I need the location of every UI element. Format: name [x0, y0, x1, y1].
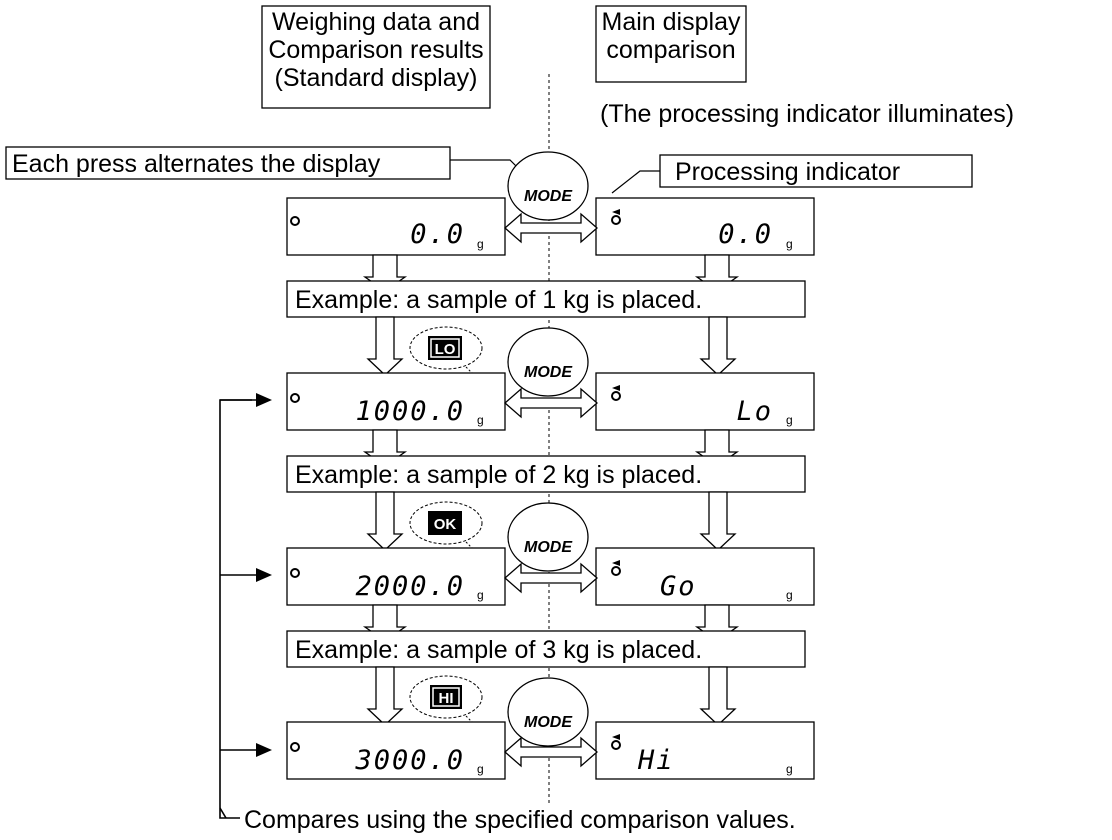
each-press-callout: Each press alternates the display — [5, 146, 529, 180]
down-arrow — [367, 666, 403, 726]
mode-key-1[interactable]: MODE — [507, 151, 589, 221]
right-display-row-2: Lo g — [595, 372, 815, 431]
left-display-row-1: 0.0 g — [286, 197, 506, 256]
left-header-line-1: Weighing data and — [272, 8, 480, 36]
left-display-value: 2000.0 — [355, 571, 465, 602]
example-box-2: Example: a sample of 2 kg is placed. — [286, 455, 806, 493]
badge-label: OK — [434, 516, 457, 533]
left-display-value: 0.0 — [410, 219, 465, 250]
right-display-row-3: Go g — [595, 547, 815, 606]
footer-note: Compares using the specified comparison … — [244, 806, 796, 834]
mode-key-label: MODE — [524, 188, 573, 205]
mode-key-4[interactable]: MODE — [507, 677, 589, 747]
example-box-1: Example: a sample of 1 kg is placed. — [286, 280, 806, 318]
feedback-bracket — [219, 393, 272, 819]
example-label: Example: a sample of 3 kg is placed. — [295, 636, 702, 664]
unit-label: g — [477, 413, 484, 427]
lo-badge-callout: LO — [409, 326, 487, 388]
right-display-row-1: 0.0 g — [595, 197, 815, 256]
processing-indicator-callout: Processing indicator — [611, 154, 973, 194]
badge-label: HI — [439, 690, 454, 707]
down-arrow — [367, 491, 403, 551]
badge-label: LO — [435, 341, 456, 358]
ok-badge-callout: OK — [409, 501, 487, 563]
right-display-value: Go — [660, 571, 697, 602]
hi-badge-callout: HI — [409, 675, 487, 737]
right-display-row-4: Hi g — [595, 721, 815, 780]
unit-label: g — [786, 588, 793, 602]
mode-key-3[interactable]: MODE — [507, 502, 589, 572]
down-arrow — [700, 491, 736, 551]
unit-label: g — [786, 237, 793, 251]
left-header-box: Weighing data and Comparison results (St… — [261, 5, 491, 109]
unit-label: g — [477, 762, 484, 776]
right-display-value: 0.0 — [718, 219, 773, 250]
unit-label: g — [786, 413, 793, 427]
unit-label: g — [477, 237, 484, 251]
mode-key-label: MODE — [524, 539, 573, 556]
left-display-row-2: 1000.0 g — [286, 372, 506, 431]
down-arrow — [700, 666, 736, 726]
right-display-value: Lo — [736, 396, 773, 427]
right-header-line-2: comparison — [606, 36, 735, 64]
example-box-3: Example: a sample of 3 kg is placed. — [286, 630, 806, 668]
processing-indicator-label: Processing indicator — [675, 158, 900, 186]
mode-key-label: MODE — [524, 714, 573, 731]
right-header-line-1: Main display — [602, 8, 741, 36]
unit-label: g — [477, 588, 484, 602]
left-header-line-3: (Standard display) — [275, 64, 478, 92]
right-display-value: Hi — [637, 745, 675, 776]
left-display-value: 1000.0 — [355, 396, 465, 427]
each-press-label: Each press alternates the display — [12, 150, 381, 178]
left-display-value: 3000.0 — [354, 745, 465, 776]
right-note: (The processing indicator illuminates) — [600, 100, 1014, 128]
example-label: Example: a sample of 1 kg is placed. — [295, 286, 702, 314]
example-label: Example: a sample of 2 kg is placed. — [295, 461, 702, 489]
down-arrow — [367, 316, 403, 376]
down-arrow — [700, 316, 736, 376]
right-header-box: Main display comparison — [595, 5, 747, 83]
left-display-row-4: 3000.0 g — [286, 721, 506, 780]
mode-key-label: MODE — [524, 364, 573, 381]
unit-label: g — [786, 762, 793, 776]
left-header-line-2: Comparison results — [268, 36, 483, 64]
left-display-row-3: 2000.0 g — [286, 547, 506, 606]
mode-key-2[interactable]: MODE — [507, 327, 589, 397]
